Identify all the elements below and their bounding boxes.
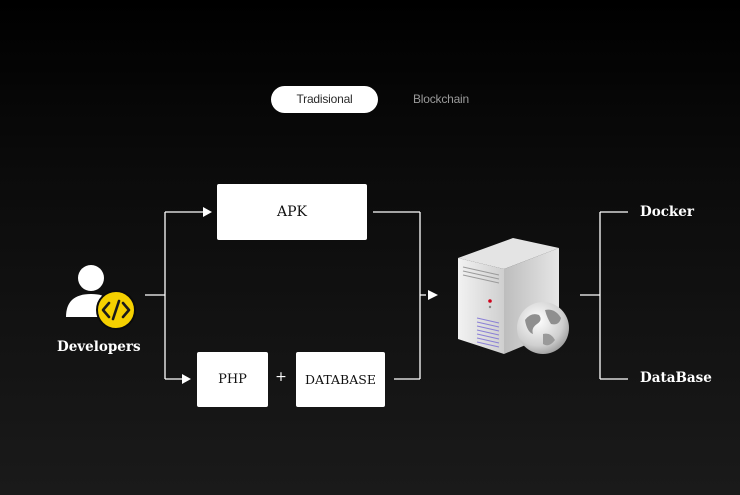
- apk-box: APK: [217, 184, 367, 240]
- database-output-label: DataBase: [640, 370, 712, 386]
- arrowhead-server: [428, 290, 438, 300]
- tab-blockchain[interactable]: Blockchain: [412, 92, 470, 106]
- php-label: PHP: [218, 372, 247, 387]
- tab-bar: Tradisional Blockchain: [271, 86, 501, 113]
- arrowhead-php: [182, 374, 191, 384]
- plus-sign: +: [275, 369, 287, 385]
- server-globe-icon: [455, 236, 575, 356]
- arrowhead-apk: [203, 207, 212, 217]
- developer-code-icon: [60, 262, 140, 332]
- docker-label: Docker: [640, 204, 694, 220]
- apk-label: APK: [277, 204, 307, 220]
- database-label: DATABASE: [305, 372, 376, 387]
- php-box: PHP: [197, 352, 268, 407]
- tab-tradisional[interactable]: Tradisional: [271, 86, 378, 113]
- database-box: DATABASE: [296, 352, 385, 407]
- developers-label: Developers: [57, 339, 141, 355]
